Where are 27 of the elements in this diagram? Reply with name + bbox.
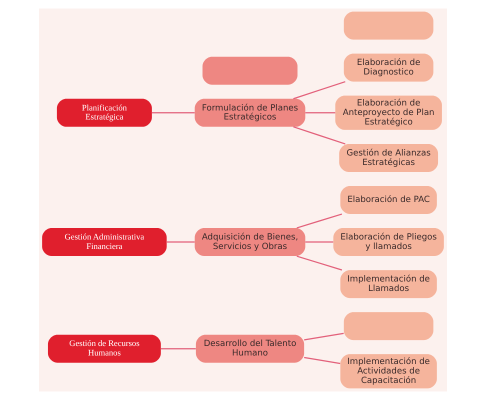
node-box xyxy=(202,56,298,85)
node-box xyxy=(344,12,434,40)
connector xyxy=(166,241,195,243)
connector xyxy=(293,126,346,145)
node-box: Implementación de Actividades de Capacitación xyxy=(340,354,437,388)
connector xyxy=(152,112,195,114)
connector xyxy=(304,332,344,341)
connector xyxy=(305,112,336,114)
node-box: Gestión de Recursos Humanos xyxy=(48,334,161,363)
node-box: Formulación de Planes Estratégicos xyxy=(194,98,306,127)
connector xyxy=(293,81,346,100)
connector xyxy=(160,348,196,350)
node-box: Desarrollo del Talento Humano xyxy=(196,334,304,363)
node-box: Gestión Administrativa Financiera xyxy=(42,228,167,256)
connector xyxy=(296,256,342,271)
node-box: Elaboración de Pliegos y llamados xyxy=(333,228,444,256)
node-box: Elaboración de Diagnostico xyxy=(344,54,434,82)
connector xyxy=(305,241,334,243)
node-box: Elaboración de Anteproyecto de Plan Estratégico xyxy=(335,96,442,130)
connector xyxy=(296,213,342,229)
node-box xyxy=(344,312,434,340)
connector xyxy=(304,356,340,364)
node-box: Gestión de Alianzas Estratégicas xyxy=(339,144,438,172)
node-box: Implementación de Llamados xyxy=(340,270,437,298)
node-box: Planificación Estratégica xyxy=(56,98,152,127)
node-box: Adquisición de Bienes, Servicios y Obras xyxy=(194,228,306,256)
node-box: Elaboración de PAC xyxy=(340,186,437,214)
